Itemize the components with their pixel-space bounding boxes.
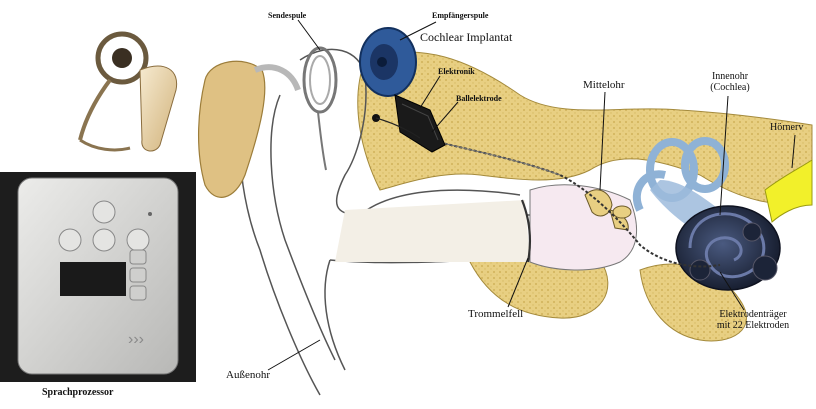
worn-bte-processor xyxy=(199,61,298,197)
implant-receiver xyxy=(360,28,416,96)
svg-text:›››: ››› xyxy=(128,331,144,348)
label-innenohr-line2: (Cochlea) xyxy=(710,82,749,93)
label-elektrodentraeger-line1: Elektrodenträger xyxy=(719,309,786,320)
label-aussenohr: Außenohr xyxy=(226,370,270,382)
headset-photo xyxy=(55,20,195,168)
ear-canal xyxy=(335,200,530,262)
speech-processor-photo: ››› xyxy=(0,172,196,382)
label-sendespule: Sendespule xyxy=(268,12,306,20)
transmitter-coil xyxy=(304,48,336,170)
label-innenohr-line1: Innenohr xyxy=(712,71,748,82)
label-cochlear-implantat: Cochlear Implantat xyxy=(420,31,512,44)
label-ballelektrode: Ballelektrode xyxy=(456,95,502,103)
label-sprachprozessor: Sprachprozessor xyxy=(42,388,113,399)
label-elektrodentraeger: Elektrodenträger mit 22 Elektroden xyxy=(698,310,808,331)
label-trommelfell: Trommelfell xyxy=(468,309,523,321)
label-empfaengerspule: Empfängerspule xyxy=(432,12,488,20)
label-mittelohr: Mittelohr xyxy=(583,80,625,92)
label-hoernerv: Hörnerv xyxy=(770,123,803,134)
label-elektronik: Elektronik xyxy=(438,68,475,76)
label-elektrodentraeger-line2: mit 22 Elektroden xyxy=(717,320,789,331)
cochlea xyxy=(676,206,780,290)
label-innenohr: Innenohr (Cochlea) xyxy=(700,72,760,93)
